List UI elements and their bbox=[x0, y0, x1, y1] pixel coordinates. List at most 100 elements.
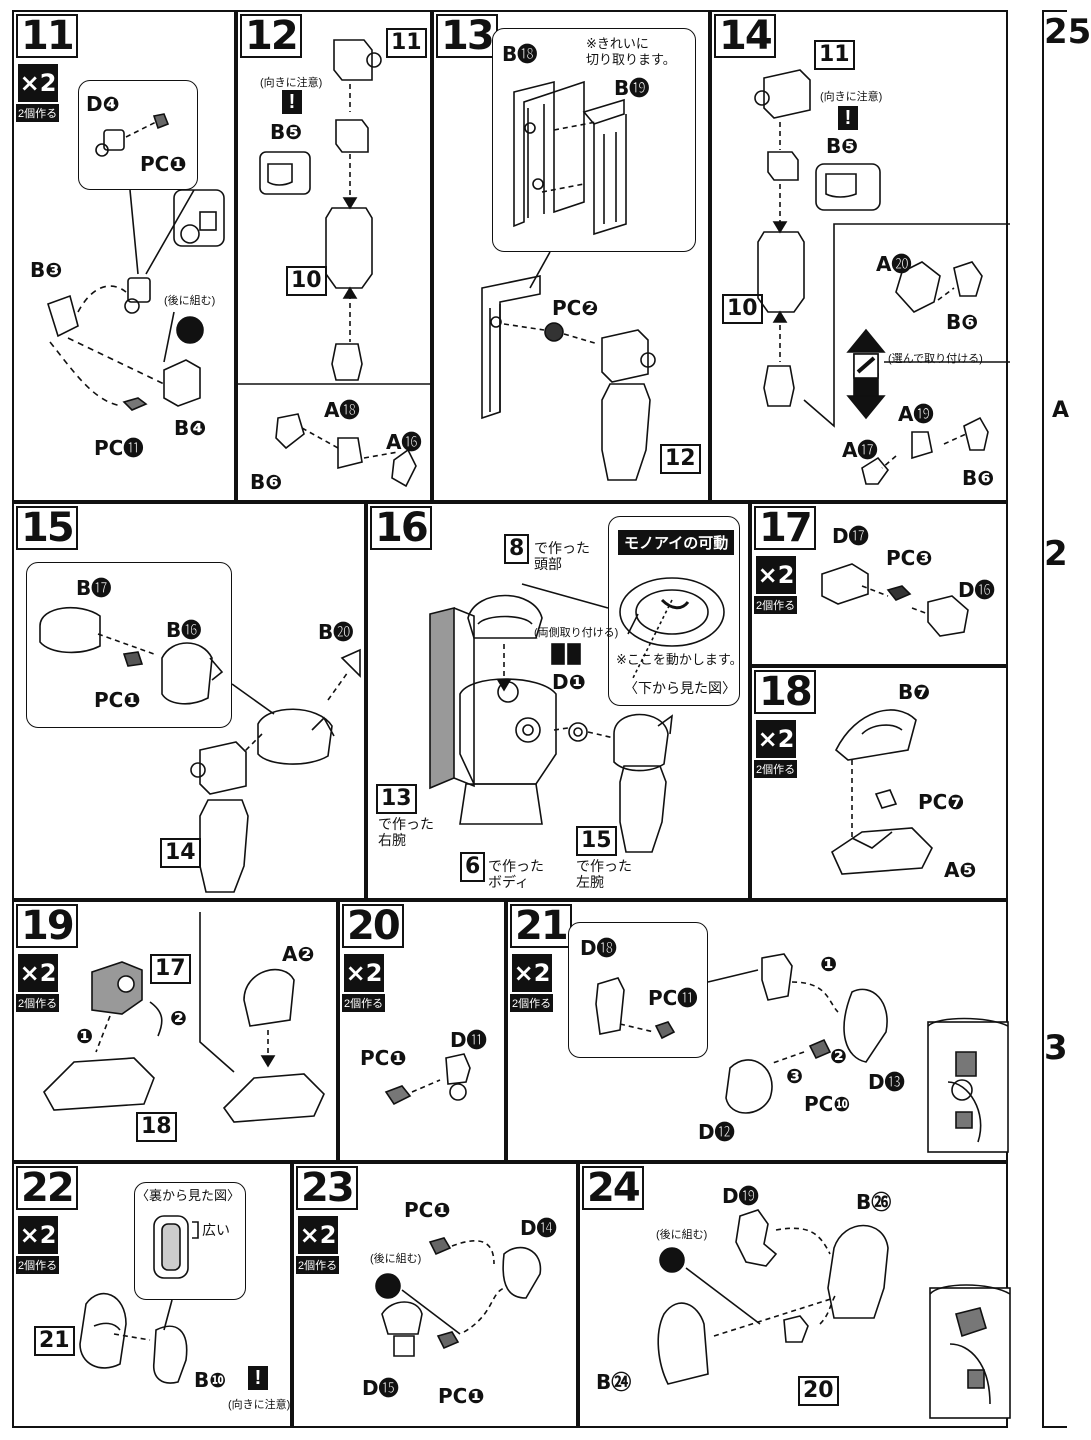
step-17-panel: 17 ×2 2個作る D⓱ PC❸ D⓰ bbox=[750, 502, 1008, 666]
step-17-illustration bbox=[821, 563, 969, 637]
wide-note: 広い bbox=[202, 1222, 230, 1238]
part-label-a2: A❷ bbox=[282, 942, 315, 966]
part-label-a20: A⓴ bbox=[876, 252, 912, 276]
step-18-illustration bbox=[830, 709, 933, 875]
step-12-illustration bbox=[238, 39, 434, 488]
step-18-panel: 18 ×2 2個作る B❼ PC❼ A❺ bbox=[750, 666, 1008, 900]
part-label-b16: B⓰ bbox=[166, 618, 202, 642]
make-two-caption: 2個作る bbox=[16, 1256, 60, 1274]
part-label-b19: B⓳ bbox=[614, 76, 650, 100]
part-label-pc1-top: PC❶ bbox=[404, 1198, 451, 1222]
callout-bubble bbox=[134, 1182, 246, 1300]
part-label-d11: D⓫ bbox=[450, 1028, 487, 1052]
order-1: ❶ bbox=[820, 952, 837, 976]
step-number: 16 bbox=[370, 506, 432, 550]
step-11-illustration bbox=[47, 113, 225, 411]
step-20-panel: 20 ×2 2個作る PC❶ D⓫ bbox=[338, 900, 506, 1162]
make-two-caption: 2個作る bbox=[342, 994, 386, 1012]
step-12-panel: 12 (向きに注意) ! B❺ 11 10 A⓲ A⓰ B❻ bbox=[236, 10, 434, 502]
ref-step-12: 12 bbox=[660, 444, 701, 474]
step-21-panel: 21 ×2 2個作る D⓲ PC⓫ D⓭ PC❿ D⓬ ❶ ❷ ❸ bbox=[506, 900, 1009, 1162]
assemble-later-note: (後に組む) bbox=[656, 1229, 708, 1241]
right-arm-label: で作った 右腕 bbox=[378, 816, 434, 848]
part-label-pc1: PC❶ bbox=[140, 152, 187, 176]
part-label-d18: D⓲ bbox=[580, 936, 617, 960]
make-two-badge: ×2 bbox=[18, 954, 58, 992]
both-sides-note: (両側取り付ける) bbox=[534, 627, 619, 639]
make-two-caption: 2個作る bbox=[16, 994, 60, 1012]
step-19-panel: 19 ×2 2個作る 17 18 ❶ ❷ A❷ bbox=[12, 900, 338, 1162]
callout-bubble bbox=[568, 922, 708, 1058]
part-label-pc11: PC⓫ bbox=[94, 436, 144, 460]
ref-step-10: 10 bbox=[722, 294, 763, 324]
part-label-pc1-bottom: PC❶ bbox=[438, 1384, 485, 1408]
part-label-d13: D⓭ bbox=[868, 1070, 905, 1094]
order-1: ❶ bbox=[76, 1024, 93, 1048]
step-15-panel: 15 B⓱ B⓰ PC❶ B⓴ 14 bbox=[12, 502, 366, 900]
step-number: 15 bbox=[16, 506, 78, 550]
make-two-caption: 2個作る bbox=[16, 104, 60, 122]
assemble-later-note: (後に組む) bbox=[164, 295, 216, 307]
part-label-d16: D⓰ bbox=[958, 578, 995, 602]
step-19-illustration bbox=[43, 912, 325, 1123]
part-label-a18: A⓲ bbox=[324, 398, 360, 422]
part-label-pc3: PC❸ bbox=[886, 546, 933, 570]
step-number: 23 bbox=[296, 1166, 358, 1210]
make-two-caption: 2個作る bbox=[296, 1256, 340, 1274]
part-label-d12: D⓬ bbox=[698, 1120, 735, 1144]
ref-step-11: 11 bbox=[386, 28, 427, 58]
part-label-b7: B❼ bbox=[898, 680, 931, 704]
ref-step-14: 14 bbox=[160, 838, 201, 868]
make-two-badge: ×2 bbox=[756, 720, 796, 758]
step-22-panel: 22 ×2 2個作る 〈裏から見た図〉 広い 21 B❿ ! (向きに注意) bbox=[12, 1162, 292, 1428]
step-16-panel: 16 8 で作った 頭部 モノアイの可動 (両側取り付ける) ※ここを動かします… bbox=[366, 502, 750, 900]
step-11-panel: 11 ×2 2個作る D❹ PC❶ B❸ (後に組む) B❹ PC⓫ bbox=[12, 10, 236, 502]
edge-step-3x: 3 bbox=[1044, 1028, 1068, 1068]
ref-step-13: 13 bbox=[376, 784, 417, 814]
part-label-b6-top: B❻ bbox=[946, 310, 979, 334]
make-two-badge: ×2 bbox=[344, 954, 384, 992]
step-number: 24 bbox=[582, 1166, 644, 1210]
part-label-b24: B㉔ bbox=[596, 1370, 632, 1394]
step-number: 17 bbox=[754, 506, 816, 550]
ref-step-8: 8 bbox=[504, 534, 530, 564]
step-number: 14 bbox=[714, 14, 776, 58]
step-22-illustration bbox=[79, 1215, 199, 1384]
step-21-illustration bbox=[595, 953, 1009, 1153]
part-label-b5: B❺ bbox=[826, 134, 859, 158]
move-note: ※ここを動かします。 bbox=[616, 652, 743, 667]
part-label-pc11: PC⓫ bbox=[648, 986, 698, 1010]
step-20-illustration bbox=[384, 1053, 471, 1106]
make-two-badge: ×2 bbox=[18, 64, 58, 102]
part-label-b10: B❿ bbox=[194, 1368, 227, 1392]
cut-clean-note: ※きれいに 切り取ります。 bbox=[586, 36, 676, 67]
orientation-note: (向きに注意) bbox=[260, 77, 323, 89]
step-24-panel: 24 D⓳ B㉖ (後に組む) B㉔ 20 bbox=[578, 1162, 1011, 1428]
head-label: で作った 頭部 bbox=[534, 540, 590, 572]
ref-step-18: 18 bbox=[136, 1112, 177, 1142]
step-number: 22 bbox=[16, 1166, 78, 1210]
part-label-b6-bottom: B❻ bbox=[962, 466, 995, 490]
step-14-panel: 14 11 (向きに注意) ! B❺ 10 A⓴ B❻ (選んで取り付ける) A… bbox=[710, 10, 1010, 502]
edge-step-25: 25 bbox=[1044, 12, 1091, 52]
ref-step-15: 15 bbox=[576, 826, 617, 856]
part-label-pc1: PC❶ bbox=[360, 1046, 407, 1070]
step-23-panel: 23 ×2 2個作る PC❶ D⓮ (後に組む) D⓯ PC❶ bbox=[292, 1162, 578, 1428]
step-number: 12 bbox=[240, 14, 302, 58]
assemble-later-note: (後に組む) bbox=[370, 1253, 422, 1265]
part-label-a19: A⓳ bbox=[898, 402, 934, 426]
step-13-panel: 13 B⓲ ※きれいに 切り取ります。 B⓳ PC❷ 12 bbox=[432, 10, 710, 502]
step-16-illustration bbox=[429, 577, 725, 853]
warning-icon: ! bbox=[282, 90, 302, 114]
part-label-d1: D❶ bbox=[552, 670, 586, 694]
callout-bubble bbox=[78, 80, 198, 190]
orientation-note: (向きに注意) bbox=[228, 1399, 291, 1411]
part-label-a16: A⓰ bbox=[386, 430, 422, 454]
part-label-a17: A⓱ bbox=[842, 438, 878, 462]
part-label-d17: D⓱ bbox=[832, 524, 869, 548]
make-two-caption: 2個作る bbox=[754, 760, 798, 778]
ref-step-20: 20 bbox=[798, 1376, 839, 1406]
part-label-pc2: PC❷ bbox=[552, 296, 599, 320]
orientation-note: (向きに注意) bbox=[820, 91, 883, 103]
ref-step-17: 17 bbox=[150, 954, 191, 984]
